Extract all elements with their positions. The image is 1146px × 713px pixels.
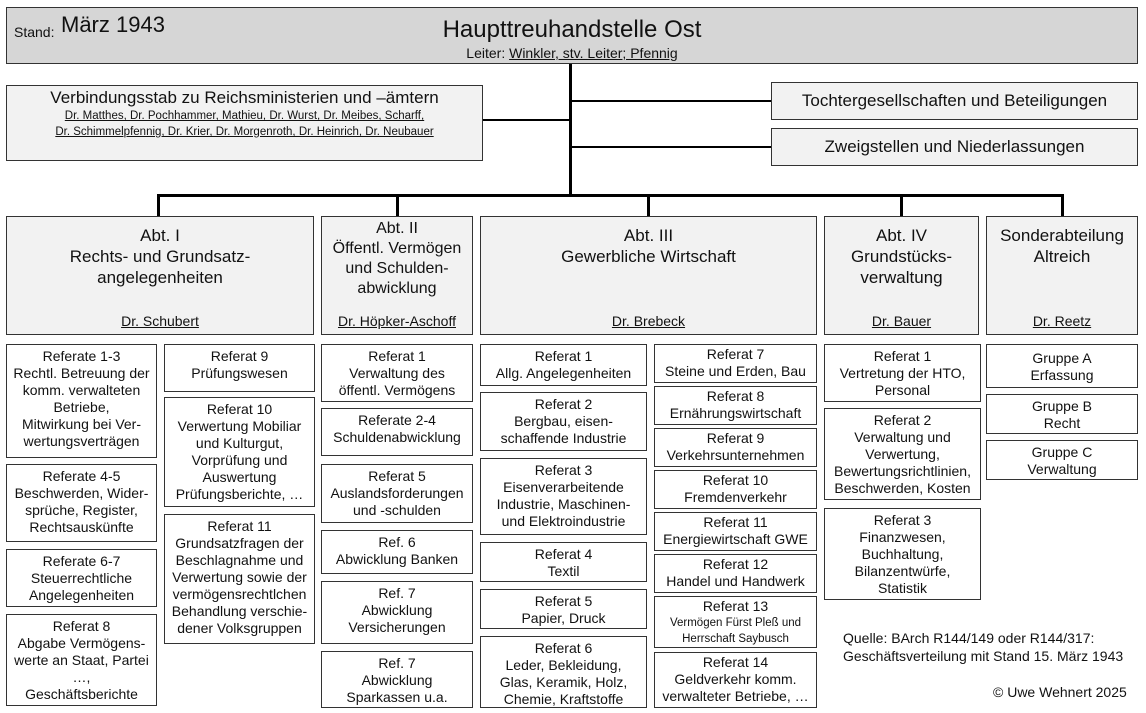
referat-box: Referat 1 Allg. Angelegenheiten <box>480 344 647 386</box>
referat-box: Referat 5 Auslandsforderungen und -schul… <box>321 464 473 523</box>
referat-box: Referat 10 Fremdenverkehr <box>654 470 817 509</box>
liaison-connector <box>482 119 570 121</box>
page-title: Haupttreuhandstelle Ost <box>442 16 702 43</box>
referat-box: Referat 2 Bergbau, eisen- schaffende Ind… <box>480 392 647 451</box>
department-name: Abt. IV Grundstücks- verwaltung <box>850 226 953 287</box>
subsidiaries-box: Tochtergesellschaften und Beteiligungen <box>771 82 1138 120</box>
department-sonder: Sonderabteilung Altreich Dr. Reetz <box>986 216 1138 335</box>
gruppe-box: Gruppe B Recht <box>986 394 1138 434</box>
referat-box: Referat 9 Prüfungswesen <box>164 344 315 392</box>
source-line2: Geschäftsverteilung mit Stand 15. März 1… <box>843 648 1124 664</box>
department-abt-4: Abt. IV Grundstücks- verwaltung Dr. Baue… <box>824 216 979 335</box>
dept3-connector <box>647 194 650 216</box>
liaison-names-line1: Dr. Matthes, Dr. Pochhammer, Mathieu, Dr… <box>64 110 425 122</box>
department-abt-1: Abt. I Rechts- und Grundsatz- angelegenh… <box>6 216 314 335</box>
leader-names: Winkler, stv. Leiter; Pfennig <box>509 45 678 61</box>
referat-box: Referat 10 Verwertung Mobiliar und Kultu… <box>164 397 315 507</box>
department-head: Dr. Reetz <box>1032 313 1092 329</box>
referat-box: Referat 4 Textil <box>480 542 647 582</box>
referat-box: Ref. 7 Abwicklung Sparkassen u.a. <box>321 651 473 708</box>
referat-box: Referat 3 Eisenverarbeitende Industrie, … <box>480 458 647 535</box>
department-head: Dr. Bauer <box>871 313 932 329</box>
dept4-connector <box>900 194 903 216</box>
referat-box: Referat 12 Handel und Handwerk <box>654 554 817 593</box>
gruppe-box: Gruppe C Verwaltung <box>986 440 1138 480</box>
liaison-title: Verbindungsstab zu Reichsministerien und… <box>50 88 439 107</box>
dept2-connector <box>396 194 399 216</box>
branches-connector <box>571 146 771 148</box>
referat-box: Referat 11 Grundsatzfragen der Beschlagn… <box>164 514 315 644</box>
referat-box: Referat 5 Papier, Druck <box>480 589 647 629</box>
referat-box: Referat 13 Vermögen Fürst Pleß und Herrs… <box>654 596 817 648</box>
referat-box: Referate 6-7 Steuerrechtliche Angelegenh… <box>6 549 157 607</box>
source-line1: Quelle: BArch R144/149 oder R144/317: <box>843 630 1095 646</box>
copyright: © Uwe Wehnert 2025 <box>993 684 1127 700</box>
main-header: Stand: März 1943 Haupttreuhandstelle Ost… <box>6 7 1138 64</box>
trunk-line <box>569 64 572 195</box>
stand-label: Stand: <box>14 24 55 40</box>
department-name: Sonderabteilung Altreich <box>1000 226 1124 266</box>
department-abt-3: Abt. III Gewerbliche Wirtschaft Dr. Breb… <box>480 216 817 335</box>
referat-box: Ref. 7 Abwicklung Versicherungen <box>321 581 473 644</box>
department-name: Abt. I Rechts- und Grundsatz- angelegenh… <box>69 226 251 287</box>
liaison-names-line2: Dr. Schimmelpfennig, Dr. Krier, Dr. Morg… <box>55 126 434 138</box>
department-busbar <box>158 194 1064 197</box>
referat-box: Ref. 6 Abwicklung Banken <box>321 530 473 574</box>
referat-box: Referate 1-3 Rechtl. Betreuung der komm.… <box>6 344 157 458</box>
department-head: Dr. Höpker-Aschoff <box>337 313 456 329</box>
dept1-connector <box>157 194 160 216</box>
referat-box: Referat 9 Verkehrsunternehmen <box>654 428 817 467</box>
stand-date: März 1943 <box>61 12 165 37</box>
referat-box: Referat 8 Abgabe Vermögens- werte an Sta… <box>6 614 157 706</box>
referat-box: Referat 1 Vertretung der HTO, Personal <box>824 344 981 402</box>
gruppe-box: Gruppe A Erfassung <box>986 344 1138 388</box>
dept5-connector <box>1061 194 1064 216</box>
referat-box: Referat 2 Verwaltung und Verwertung, Bew… <box>824 408 981 500</box>
department-name: Abt. II Öffentl. Vermögen und Schulden- … <box>332 220 462 297</box>
subsidiaries-connector <box>571 100 771 102</box>
referat-box: Referat 11 Energiewirtschaft GWE <box>654 512 817 551</box>
referat-box: Referat 14 Geldverkehr komm. verwalteter… <box>654 652 817 708</box>
liaison-staff-box: Verbindungsstab zu Reichsministerien und… <box>6 85 483 161</box>
department-head: Dr. Schubert <box>121 313 199 329</box>
referat-box: Referate 2-4 Schuldenabwicklung <box>321 408 473 456</box>
referat-box: Referat 6 Leder, Bekleidung, Glas, Keram… <box>480 636 647 708</box>
referat-box: Referat 3 Finanzwesen, Buchhaltung, Bila… <box>824 508 981 600</box>
department-name: Abt. III Gewerbliche Wirtschaft <box>561 226 736 266</box>
leader-label: Leiter: <box>466 45 506 61</box>
referat-box: Referat 7 Steine und Erden, Bau <box>654 344 817 383</box>
referat-box: Referate 4-5 Beschwerden, Wider- sprüche… <box>6 464 157 542</box>
department-head: Dr. Brebeck <box>611 313 686 329</box>
department-abt-2: Abt. II Öffentl. Vermögen und Schulden- … <box>321 216 473 335</box>
branches-box: Zweigstellen und Niederlassungen <box>771 128 1138 166</box>
referat-box: Referat 1 Verwaltung des öffentl. Vermög… <box>321 344 473 402</box>
leader-line: Leiter: Winkler, stv. Leiter; Pfennig <box>7 45 1137 62</box>
referat-box: Referat 8 Ernährungswirtschaft <box>654 386 817 425</box>
